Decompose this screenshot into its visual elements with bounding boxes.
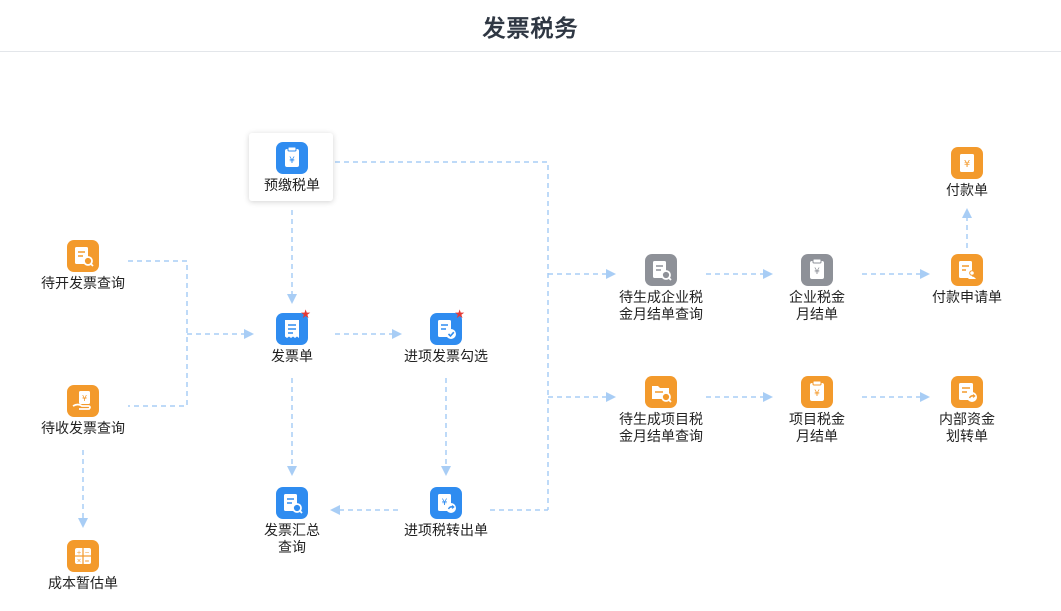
node-pending-corp-monthly-query[interactable]: 待生成企业税 金月结单查询: [586, 254, 736, 324]
document-search-icon: [67, 240, 99, 272]
node-payment-request[interactable]: 付款申请单: [892, 254, 1042, 307]
calculator-icon: +−×=: [67, 540, 99, 572]
required-star-icon: ★: [300, 307, 311, 321]
page-title: 发票税务: [482, 16, 579, 42]
required-star-icon: ★: [454, 307, 465, 321]
connector-prepay-to-branch: [335, 161, 549, 510]
receipt-icon: ★: [276, 308, 311, 345]
clipboard-yen-icon: ¥: [801, 376, 833, 408]
node-invoice-summary-query[interactable]: 发票汇总 查询: [217, 487, 367, 557]
node-input-invoice-select[interactable]: ★ 进项发票勾选: [371, 308, 521, 366]
node-label: 进项税转出单: [404, 523, 488, 539]
svg-text:+: +: [76, 550, 81, 557]
connector-pending-issue: [128, 260, 188, 407]
document-search-icon: [645, 254, 677, 286]
svg-text:¥: ¥: [814, 389, 820, 399]
svg-text:×: ×: [76, 558, 81, 565]
document-transfer-icon: ¥: [430, 487, 462, 519]
node-corp-tax-monthly[interactable]: ¥ 企业税金 月结单: [742, 254, 892, 324]
node-label: 预缴税单: [264, 178, 320, 194]
node-pending-issue-query[interactable]: 待开发票查询: [8, 240, 158, 293]
svg-text:¥: ¥: [82, 394, 87, 403]
document-transfer-icon: [951, 376, 983, 408]
svg-text:¥: ¥: [814, 267, 820, 277]
node-invoice[interactable]: ★ 发票单: [217, 308, 367, 366]
node-label: 待开发票查询: [41, 276, 125, 292]
clipboard-yen-icon: ¥: [276, 142, 308, 174]
svg-text:¥: ¥: [289, 156, 295, 166]
hand-document-icon: ¥: [67, 385, 99, 417]
node-pending-project-monthly-query[interactable]: 待生成项目税 金月结单查询: [586, 376, 736, 446]
node-project-tax-monthly[interactable]: ¥ 项目税金 月结单: [742, 376, 892, 446]
node-pending-receive-query[interactable]: ¥ 待收发票查询: [8, 385, 158, 438]
node-label: 待生成企业税 金月结单查询: [619, 290, 703, 323]
node-label: 发票汇总 查询: [264, 523, 320, 556]
svg-text:¥: ¥: [442, 498, 448, 508]
node-cost-estimate[interactable]: +−×= 成本暂估单: [8, 540, 158, 593]
node-label: 付款申请单: [932, 290, 1002, 306]
node-label: 成本暂估单: [48, 576, 118, 592]
title-divider: [0, 51, 1061, 52]
svg-text:−: −: [84, 550, 89, 557]
clipboard-yen-icon: ¥: [801, 254, 833, 286]
folder-search-icon: [645, 376, 677, 408]
document-user-icon: [951, 254, 983, 286]
node-label: 待生成项目税 金月结单查询: [619, 412, 703, 445]
node-internal-fund-transfer[interactable]: 内部资金 划转单: [892, 376, 1042, 446]
svg-text:¥: ¥: [964, 159, 970, 170]
node-label: 企业税金 月结单: [789, 290, 845, 323]
node-label: 付款单: [946, 183, 988, 199]
yen-receipt-icon: ¥: [951, 147, 983, 179]
node-label: 内部资金 划转单: [939, 412, 995, 445]
document-check-icon: ★: [430, 308, 465, 345]
svg-text:=: =: [84, 558, 89, 565]
document-search-icon: [276, 487, 308, 519]
node-label: 项目税金 月结单: [789, 412, 845, 445]
node-prepay-tax[interactable]: ¥ 预缴税单: [217, 142, 367, 195]
node-label: 发票单: [271, 349, 313, 365]
node-label: 待收发票查询: [41, 421, 125, 437]
node-label: 进项发票勾选: [404, 349, 488, 365]
node-payment[interactable]: ¥ 付款单: [892, 147, 1042, 200]
node-input-tax-transfer[interactable]: ¥ 进项税转出单: [371, 487, 521, 540]
